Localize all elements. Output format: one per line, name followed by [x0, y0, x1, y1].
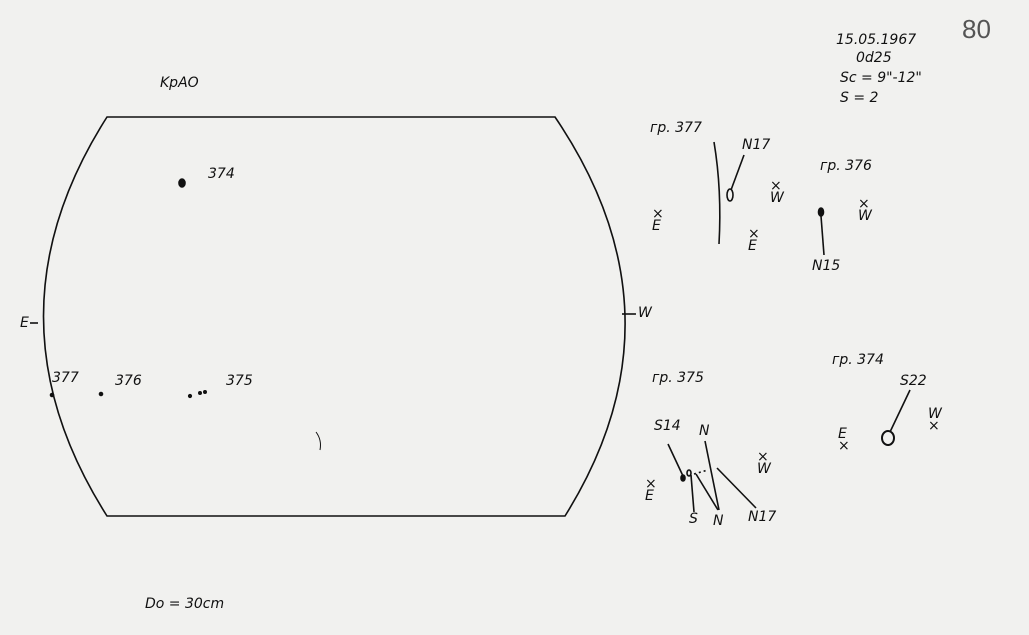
group-377-east: ×E [652, 206, 664, 234]
west-label: W [770, 190, 784, 206]
west-label: W [928, 406, 942, 422]
pointer-n-upper [704, 440, 720, 511]
east-label: E [838, 426, 847, 442]
group-377-east2: ×E [748, 226, 760, 254]
spot-chain [693, 469, 709, 475]
observation-time: 0d25 [856, 50, 892, 66]
group-377-title: гр. 377 [650, 120, 702, 136]
pointer-n-lower [695, 473, 719, 511]
group-376-spot: N15 [812, 258, 841, 274]
group-377-west: ×W [770, 178, 784, 206]
pencil-mark [315, 431, 321, 451]
group-377-spot: N17 [742, 137, 771, 153]
spot-374 [178, 178, 186, 188]
spot-374-detail [881, 430, 895, 446]
spot-375-b [686, 469, 692, 477]
pointer-n15 [820, 215, 825, 256]
group-375-west: ×W [757, 449, 771, 477]
group-375-label-n: N [699, 423, 710, 439]
disk-label-375: 375 [226, 373, 253, 389]
solar-disk-outline [42, 116, 626, 517]
disk-label-377: 377 [52, 370, 79, 386]
pointer-s22 [889, 389, 911, 433]
east-label: E [748, 238, 757, 254]
spot-376 [98, 391, 104, 397]
disk-label-374: 374 [208, 166, 235, 182]
pointer-s14 [667, 443, 684, 477]
spot-375 [187, 393, 193, 399]
group-374-east: E× [838, 426, 850, 454]
page-number: 80 [962, 14, 991, 44]
observation-date: 15.05.1967 [836, 32, 917, 48]
group-375-label-s14: S14 [654, 418, 681, 434]
spot-376-detail [817, 207, 825, 217]
observatory-label: KpAO [160, 75, 199, 91]
group-374-spot: S22 [900, 373, 927, 389]
group-375-title: гр. 375 [652, 370, 704, 386]
group-376-west: ×W [858, 196, 872, 224]
pointer-n17 [730, 154, 745, 191]
spot-375c [203, 389, 208, 394]
disk-east-label: E [20, 315, 29, 331]
disk-label-376: 376 [115, 373, 142, 389]
s-value: S = 2 [840, 90, 879, 106]
group-375-label-n2: N [713, 513, 724, 529]
east-label: E [645, 488, 654, 504]
spot-375b [198, 390, 203, 395]
east-label: E [652, 218, 661, 234]
spot-377-detail [726, 188, 734, 202]
disk-west-label: W [638, 305, 652, 321]
west-label: W [858, 208, 872, 224]
pointer-s [690, 474, 695, 513]
pointer-n17-375 [716, 467, 757, 509]
spot-375-a [680, 474, 686, 482]
limb-line-377 [713, 141, 721, 245]
group-375-label-n17: N17 [748, 509, 777, 525]
seeing-value: Sc = 9"-12" [840, 70, 922, 86]
group-375-label-s: S [689, 511, 698, 527]
west-label: W [757, 461, 771, 477]
group-374-title: гр. 374 [832, 352, 884, 368]
group-376-title: гр. 376 [820, 158, 872, 174]
group-375-east: ×E [645, 476, 657, 504]
spot-377 [49, 392, 55, 398]
group-374-west: W× [928, 406, 942, 434]
diameter-label: Do = 30cm [145, 596, 225, 612]
